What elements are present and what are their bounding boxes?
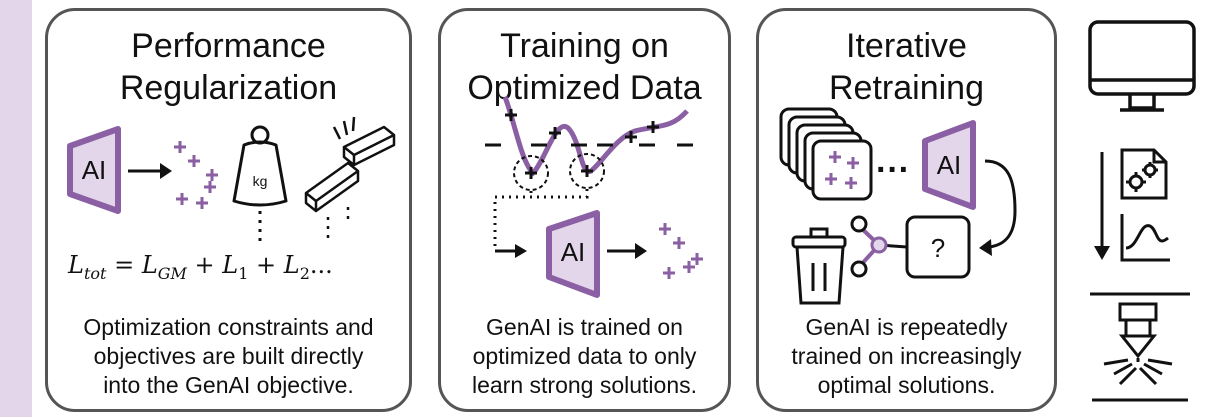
ai-model-icon: AI	[546, 210, 600, 298]
selected-optimum-1	[513, 155, 549, 191]
arrow-right-icon	[607, 243, 647, 259]
decision-branch-icon	[850, 215, 908, 278]
arrow-down-icon	[1094, 152, 1110, 260]
description-line-3: learn strong solutions.	[471, 372, 697, 398]
sample-points-icon	[659, 223, 703, 279]
weight-icon: kg	[232, 125, 288, 243]
workflow-icons-column	[1088, 20, 1196, 402]
additive-manufacturing-icon	[1090, 292, 1190, 402]
arrow-right-icon	[495, 244, 527, 258]
gear-document-icon	[1120, 148, 1168, 200]
monitor-icon	[1088, 20, 1196, 112]
description-line-1: GenAI is repeatedly	[805, 314, 1008, 340]
title-line-2: Regularization	[119, 69, 338, 107]
title-line-1: Performance	[131, 27, 326, 65]
panel-training-optimized-data: Training on Optimized Data AI	[438, 8, 731, 412]
ai-label: AI	[561, 237, 586, 267]
panel-title: Training on Optimized Data	[441, 25, 728, 109]
graph-icon	[1120, 214, 1170, 262]
title-line-1: Iterative	[846, 27, 967, 65]
trash-icon	[791, 227, 847, 305]
svg-text:Ltot = LGM + L1 + L2...: Ltot = LGM + L1 + L2...	[67, 251, 333, 283]
panel-title: Performance Regularization	[48, 25, 409, 109]
description-line-3: into the GenAI objective.	[103, 372, 354, 398]
description-line-1: Optimization constraints and	[83, 314, 374, 340]
panel-performance-regularization: Performance Regularization AI kg	[45, 8, 412, 412]
arrow-right-icon	[128, 163, 172, 179]
regularization-illustration: AI kg Ltot = LGM +	[67, 116, 396, 283]
panel-iterative-retraining: Iterative Retraining ··· AI ?	[756, 8, 1057, 412]
ai-label: AI	[82, 155, 107, 185]
panel-description: GenAI is trained on optimized data to on…	[441, 313, 728, 400]
ai-model-icon: AI	[922, 120, 976, 210]
ai-model-icon: AI	[67, 126, 121, 214]
data-points	[485, 109, 693, 179]
objective-curve	[502, 96, 689, 177]
title-line-1: Training on	[500, 27, 669, 65]
panel-description: GenAI is repeatedly trained on increasin…	[759, 313, 1054, 400]
description-line-2: optimized data to only	[472, 343, 697, 369]
description-line-2: trained on increasingly	[791, 343, 1022, 369]
description-line-2: objectives are built directly	[93, 343, 364, 369]
steel-beam-icon	[304, 116, 396, 243]
panel-description: Optimization constraints and objectives …	[48, 313, 409, 400]
selected-optimum-2	[569, 153, 605, 189]
description-line-3: optimal solutions.	[817, 372, 996, 398]
feedback-arrow	[984, 159, 1017, 249]
ai-label: AI	[937, 150, 962, 180]
title-line-2: Retraining	[829, 69, 984, 107]
side-accent-strip	[0, 0, 32, 417]
description-line-1: GenAI is trained on	[486, 314, 683, 340]
weight-label: kg	[253, 173, 268, 189]
question-mark: ?	[931, 233, 945, 263]
loss-formula: Ltot = LGM + L1 + L2...	[67, 251, 333, 283]
iterative-retraining-illustration: ··· AI ?	[779, 107, 1017, 305]
ellipsis: ···	[876, 151, 910, 189]
dataset-stack-icon	[779, 107, 873, 201]
sample-points-icon	[174, 141, 218, 209]
optimized-data-illustration: AI	[485, 96, 703, 298]
panel-title: Iterative Retraining	[759, 25, 1054, 109]
